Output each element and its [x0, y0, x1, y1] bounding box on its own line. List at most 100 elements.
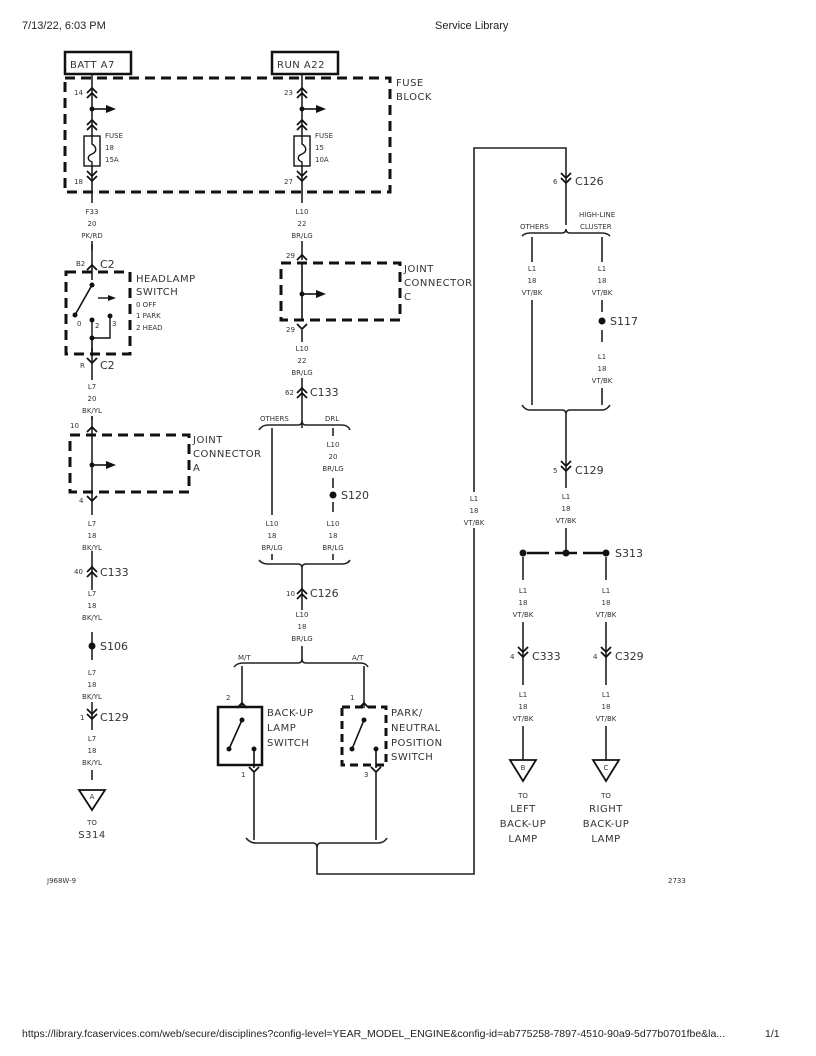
run-a22-label: RUN A22	[277, 60, 325, 71]
terminal-b-dest-2: BACK-UP	[500, 819, 546, 830]
joint-a-pin-bottom: 4	[79, 497, 84, 505]
wire-color: BR/LG	[291, 635, 312, 643]
wire-circuit: L10	[296, 208, 309, 216]
print-url[interactable]: https://library.fcaservices.com/web/secu…	[22, 1028, 726, 1040]
terminal-a-letter: A	[90, 793, 95, 801]
print-page-number: 1/1	[765, 1028, 780, 1040]
branch-others: OTHERS	[260, 415, 289, 423]
branch-drl: DRL	[325, 415, 339, 423]
splice-s106-dot	[88, 642, 96, 650]
wire-color: VT/BK	[592, 377, 613, 385]
terminal-c-letter: C	[604, 764, 609, 772]
joint-c-title-2: CONNECTOR	[404, 278, 473, 289]
terminal-c-dest-2: BACK-UP	[583, 819, 629, 830]
wire-gauge: 18	[528, 277, 537, 285]
wire-gauge: 18	[519, 599, 528, 607]
wire-circuit: L10	[266, 520, 279, 528]
fuse15-pin-in: 23	[284, 89, 293, 97]
branch-others-right: OTHERS	[520, 223, 549, 231]
wire-circuit: L1	[602, 587, 610, 595]
c329-pin-4: 4	[593, 653, 598, 661]
backup-switch-pin-bottom: 1	[241, 771, 245, 779]
wire-color: BR/LG	[291, 232, 312, 240]
splice-s313: S313	[615, 547, 643, 560]
splice-s313-icon	[519, 549, 610, 557]
wire-circuit: L1	[519, 587, 527, 595]
wire-gauge: 20	[329, 453, 338, 461]
terminal-c-icon: C	[591, 759, 621, 783]
wire-gauge: 18	[562, 505, 571, 513]
run-a22-source: RUN A22	[270, 50, 340, 76]
wire-color: VT/BK	[513, 611, 534, 619]
c133-pin-62: 62	[285, 389, 294, 397]
splice-s117-dot	[598, 317, 606, 325]
splice-s120-dot	[329, 491, 337, 499]
joint-c-pin-top: 29	[286, 252, 295, 260]
wire-circuit: L7	[88, 590, 96, 598]
branch-mt: M/T	[238, 654, 251, 662]
terminal-b-to: TO	[517, 792, 528, 800]
connector-c126-center: C126	[310, 587, 339, 600]
pn-switch-title-4: SWITCH	[391, 752, 433, 763]
c129-pin-1: 1	[80, 714, 84, 722]
wire-circuit: L10	[296, 611, 309, 619]
wire-gauge: 18	[598, 277, 607, 285]
connector-c133-left: C133	[100, 566, 129, 579]
joint-a-pin-top: 10	[70, 422, 79, 430]
splice-s120: S120	[341, 489, 369, 502]
c133-pin-40: 40	[74, 568, 83, 576]
contact-2: 2	[95, 322, 99, 330]
wire-gauge: 18	[602, 703, 611, 711]
pn-switch-title-2: NEUTRAL	[391, 723, 441, 734]
wire-color: BK/YL	[82, 693, 102, 701]
connector-c129-left: C129	[100, 711, 129, 724]
print-title: Service Library	[435, 20, 509, 32]
wire-color: BR/LG	[322, 544, 343, 552]
wire-color: VT/BK	[556, 517, 577, 525]
batt-a7-label: BATT A7	[70, 60, 115, 71]
wire-gauge: 18	[88, 602, 97, 610]
backup-switch-title-2: LAMP	[267, 723, 296, 734]
wire-color: VT/BK	[596, 611, 617, 619]
fuse15-rating: 10A	[315, 156, 329, 164]
terminal-a-icon: A	[77, 789, 107, 812]
wire-gauge: 22	[298, 220, 307, 228]
wire-gauge: 18	[298, 623, 307, 631]
c333-pin-4: 4	[510, 653, 515, 661]
backup-switch-pin-top: 2	[226, 694, 230, 702]
terminal-c-dest-3: LAMP	[591, 834, 620, 845]
connector-c2-top: C2	[100, 258, 115, 271]
connector-c2-bottom: C2	[100, 359, 115, 372]
print-datetime: 7/13/22, 6:03 PM	[22, 20, 106, 32]
connector-c329: C329	[615, 650, 644, 663]
pn-switch-title: PARK/	[391, 708, 423, 719]
branch-cluster: CLUSTER	[580, 223, 612, 231]
contact-3: 3	[112, 320, 116, 328]
joint-a-title-2: CONNECTOR	[193, 449, 262, 460]
wire-color: PK/RD	[81, 232, 102, 240]
wire-circuit: L7	[88, 669, 96, 677]
pn-switch-title-3: POSITION	[391, 738, 443, 749]
wire-circuit: L7	[88, 520, 96, 528]
wire-gauge: 18	[88, 747, 97, 755]
headlamp-pin-top: B2	[76, 260, 85, 268]
terminal-b-dest-1: LEFT	[510, 804, 536, 815]
wire-gauge: 22	[298, 357, 307, 365]
wire-gauge: 18	[88, 532, 97, 540]
connector-c129-right: C129	[575, 464, 604, 477]
branch-high-line: HIGH-LINE	[579, 211, 615, 219]
fuse-block-label-2: BLOCK	[396, 92, 432, 103]
wire-circuit: F33	[86, 208, 99, 216]
connector-c126-right: C126	[575, 175, 604, 188]
wire-color: VT/BK	[522, 289, 543, 297]
fuse-15-icon	[293, 135, 311, 167]
terminal-a-destination: S314	[78, 830, 105, 841]
wire-color: BK/YL	[82, 407, 102, 415]
figure-number: 2733	[668, 877, 686, 885]
headlamp-pos-head: 2 HEAD	[136, 324, 163, 332]
fuse15-label: FUSE	[315, 132, 333, 140]
wire-circuit: L1	[528, 265, 536, 273]
wire-circuit: L7	[88, 383, 96, 391]
headlamp-pos-park: 1 PARK	[136, 312, 161, 320]
